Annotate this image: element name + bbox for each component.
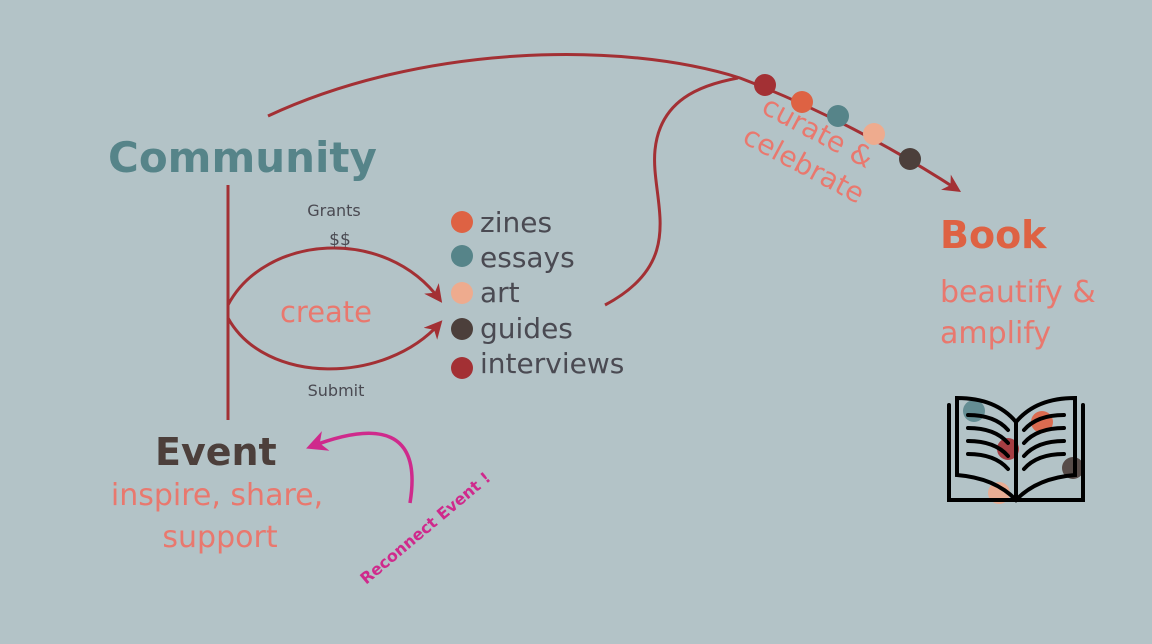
event-subtitle-line1: inspire, share,: [111, 478, 323, 513]
curation-dot-guides: [899, 148, 921, 170]
book-subtitle-line1: beautify &: [940, 275, 1096, 310]
content-item-art: art: [451, 276, 520, 309]
grants-arrow: [226, 246, 443, 306]
curation-dot-zines: [791, 91, 813, 113]
create-label: create: [280, 295, 372, 329]
art-dot: [451, 282, 473, 304]
interviews-dot: [451, 357, 473, 379]
event-node: Event: [155, 430, 277, 474]
essays-dot: [451, 245, 473, 267]
guides-dot: [451, 318, 473, 340]
content-item-guides: guides: [451, 312, 573, 345]
curation-dot-essays: [827, 105, 849, 127]
reconnect-label: Reconnect Event !: [356, 468, 494, 588]
content-item-interviews: interviews: [451, 347, 624, 380]
content-item-zines: zines: [451, 206, 552, 239]
zines-label: zines: [480, 206, 552, 239]
curation-dot-interviews: [754, 74, 776, 96]
content-type-list: zines essays art guides interviews: [451, 206, 624, 380]
reconnect-arrow: [306, 431, 414, 504]
submit-label: Submit: [308, 381, 365, 400]
book-node: Book: [940, 213, 1047, 257]
community-node: Community: [108, 133, 377, 182]
essays-label: essays: [480, 241, 575, 274]
interviews-label: interviews: [480, 347, 624, 380]
book-subtitle-line2: amplify: [940, 316, 1051, 351]
open-book-icon: [947, 395, 1085, 504]
event-subtitle-line2: support: [162, 520, 277, 555]
guides-label: guides: [480, 312, 573, 345]
grants-label: Grants: [307, 201, 361, 220]
art-label: art: [480, 276, 520, 309]
content-to-curation-line: [604, 76, 739, 307]
money-label: $$: [329, 230, 351, 250]
submit-arrow: [226, 317, 443, 371]
content-item-essays: essays: [451, 241, 575, 274]
curation-dot-art: [863, 123, 885, 145]
zines-dot: [451, 211, 473, 233]
